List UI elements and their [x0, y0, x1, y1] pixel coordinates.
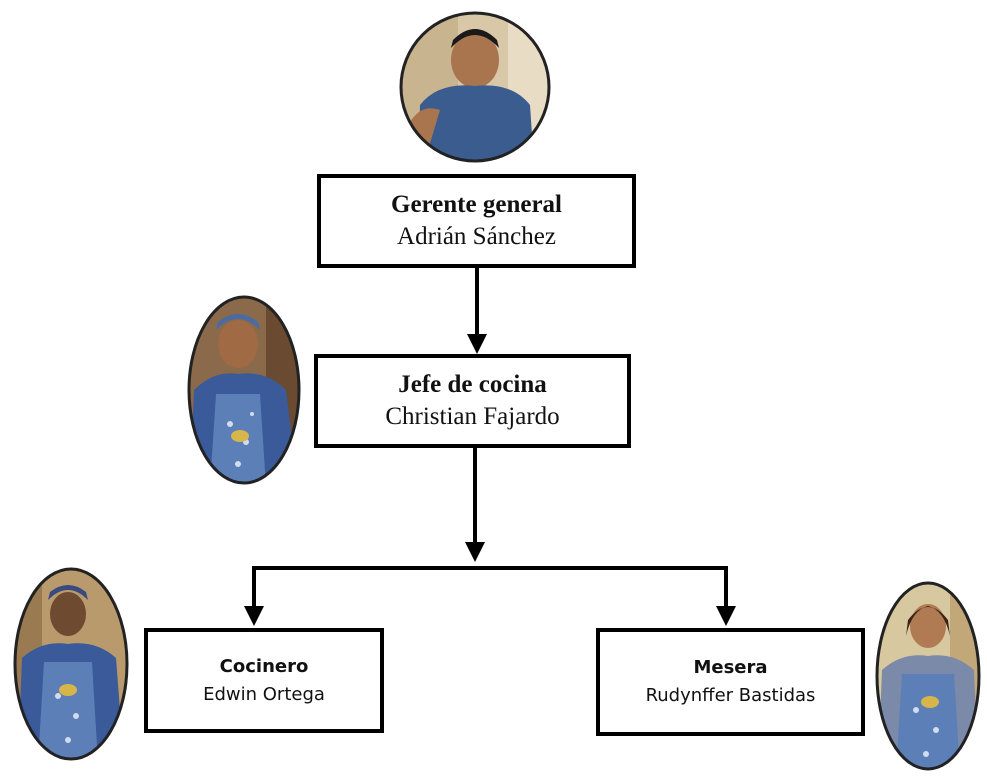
node-mesera: Mesera Rudynffer Bastidas — [596, 628, 865, 736]
node-cocinero: Cocinero Edwin Ortega — [144, 628, 384, 733]
node-name: Adrián Sánchez — [397, 223, 556, 250]
node-name: Edwin Ortega — [203, 683, 325, 705]
node-title: Jefe de cocina — [398, 371, 547, 398]
gerente-photo-icon — [399, 11, 551, 163]
arrowhead-jefe-junction — [465, 542, 485, 562]
jefe-photo-icon — [187, 295, 301, 485]
mesera-photo-icon — [875, 581, 981, 771]
node-name: Christian Fajardo — [385, 403, 560, 430]
node-title: Mesera — [693, 657, 768, 678]
node-jefe-de-cocina: Jefe de cocina Christian Fajardo — [314, 354, 631, 448]
node-gerente-general: Gerente general Adrián Sánchez — [317, 174, 636, 268]
node-name: Rudynffer Bastidas — [645, 685, 816, 706]
node-title: Cocinero — [219, 655, 309, 677]
cocinero-photo-icon — [13, 567, 129, 761]
arrowhead-cocinero — [244, 606, 264, 626]
node-title: Gerente general — [391, 191, 562, 218]
arrowhead-mesera — [716, 606, 736, 626]
arrowhead-gerente-jefe — [467, 334, 487, 354]
